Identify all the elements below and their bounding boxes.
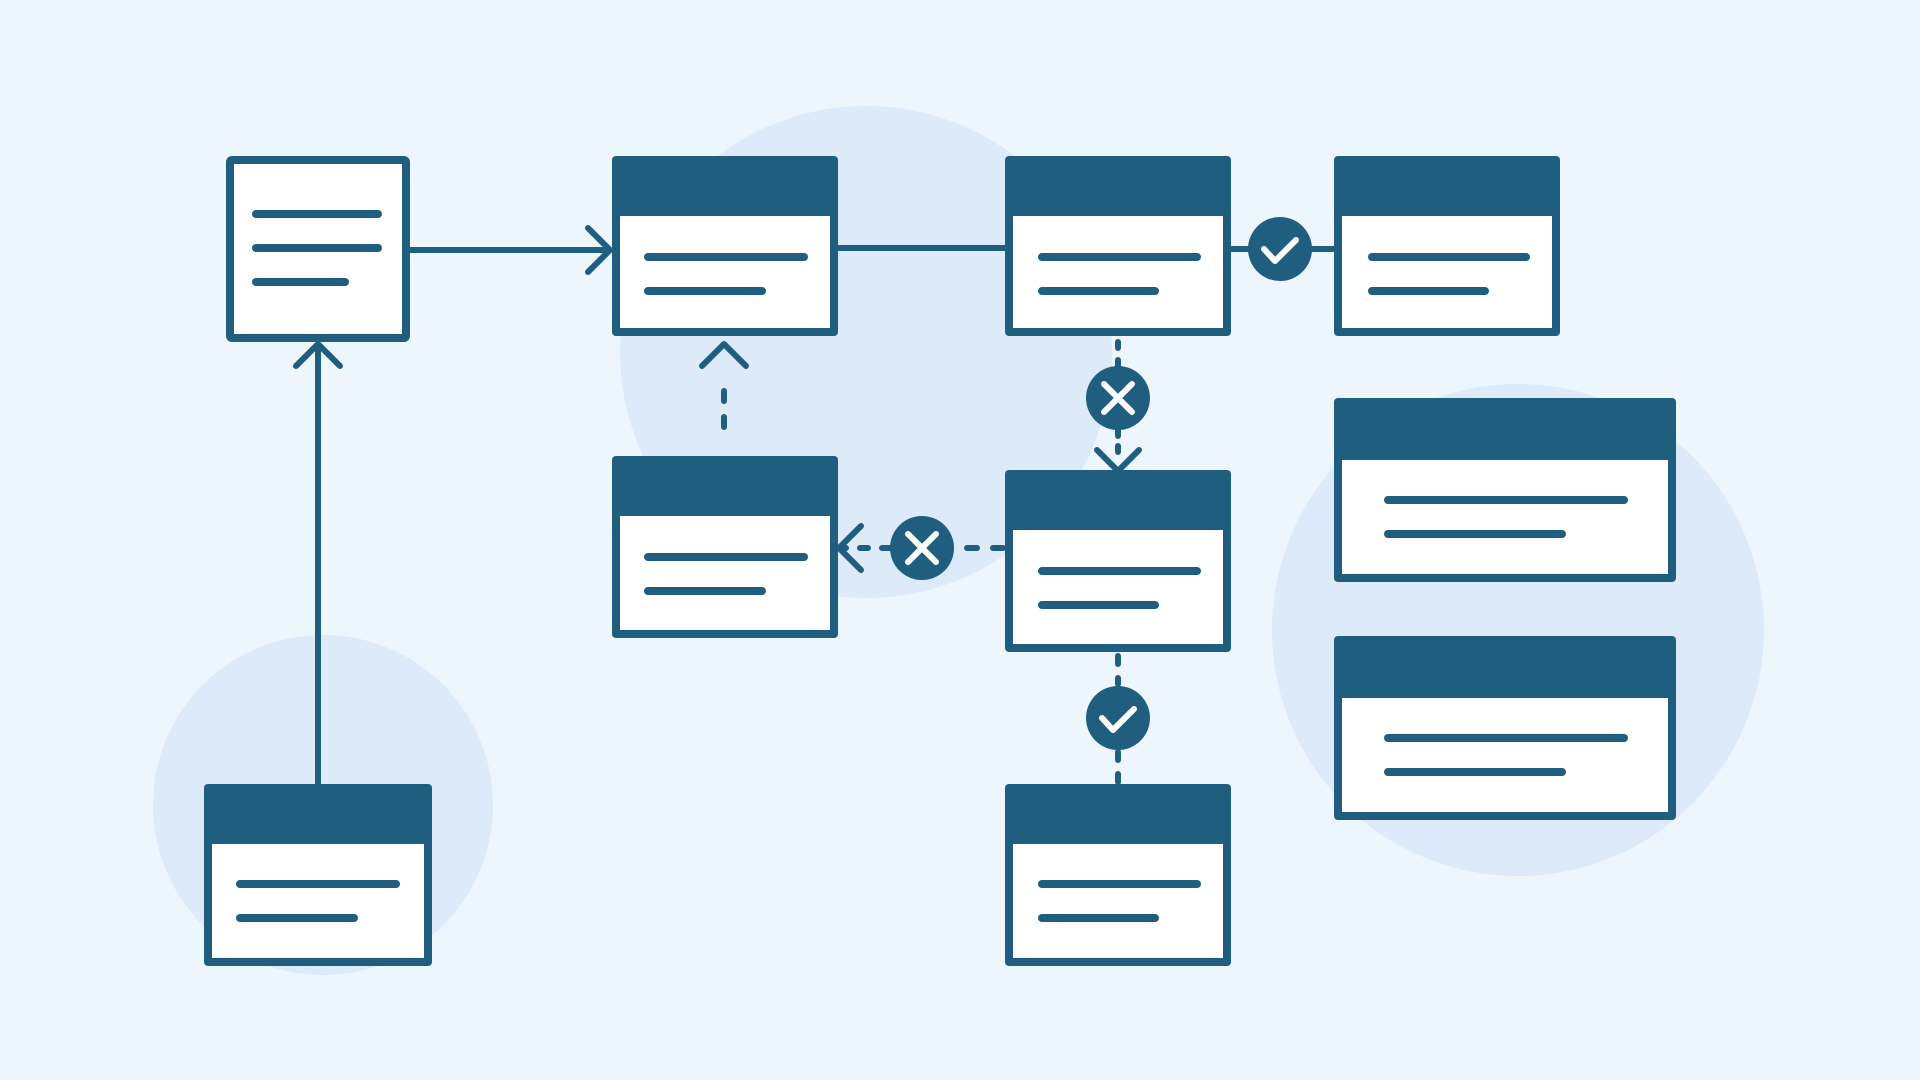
arrowhead-icon (293, 341, 343, 369)
card-middle-left (612, 456, 838, 638)
card-bottom-center (1005, 784, 1231, 966)
doc-card (226, 156, 410, 342)
connector-card-middle-center-to-card-middle-left (836, 523, 1006, 573)
connector-card-bottom-left-to-doc (293, 341, 343, 788)
check-icon (1086, 686, 1150, 750)
check-icon (1248, 217, 1312, 281)
cross-icon (890, 516, 954, 580)
connectors (293, 225, 1338, 788)
arrowhead-icon (836, 523, 864, 573)
card-middle-center (1005, 470, 1231, 652)
card-right-lower (1334, 636, 1676, 820)
nodes (204, 156, 1676, 966)
card-top-2 (612, 156, 838, 336)
card-top-3 (1005, 156, 1231, 336)
cross-icon (1086, 366, 1150, 430)
status-markers (890, 217, 1312, 750)
arrowhead-icon (699, 341, 749, 369)
connector-doc-to-card-top-2 (403, 225, 613, 275)
card-top-4 (1334, 156, 1560, 336)
arrowhead-icon (585, 225, 613, 275)
connector-card-middle-left-to-card-top-2 (699, 341, 749, 430)
card-bottom-left (204, 784, 432, 966)
card-right-upper (1334, 398, 1676, 582)
